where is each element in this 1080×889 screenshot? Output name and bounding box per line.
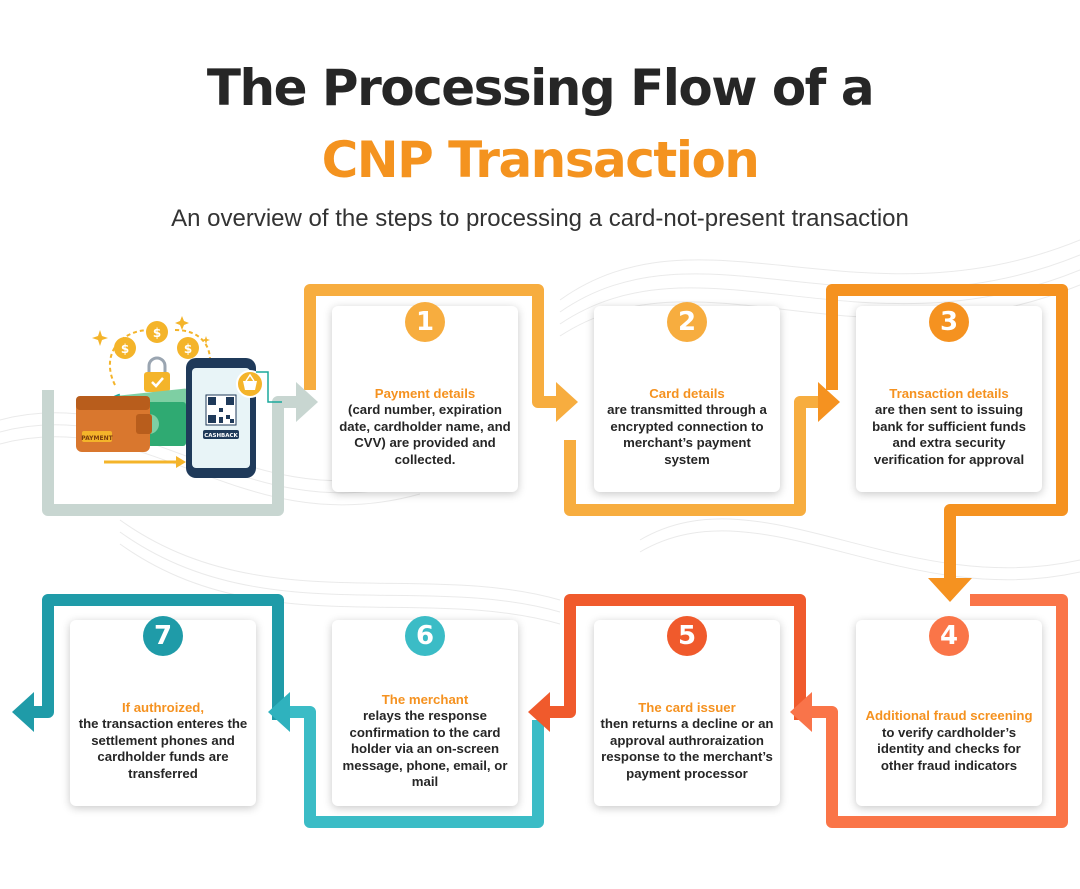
svg-text:$: $ — [184, 342, 192, 356]
svg-text:$: $ — [121, 342, 129, 356]
svg-text:$: $ — [153, 326, 161, 340]
step-number-badge: 2 — [667, 302, 707, 342]
arrowhead-4-5 — [790, 692, 812, 732]
step-highlight: Payment details — [374, 385, 476, 401]
connector-1-2 — [304, 284, 556, 408]
arrowhead-6-7 — [268, 692, 290, 732]
step-number-badge: 4 — [929, 616, 969, 656]
wallet-icon: PAYMENT — [76, 396, 152, 452]
step-highlight: The card issuer — [638, 699, 736, 715]
svg-text:CASHBACK: CASHBACK — [204, 433, 238, 439]
step-description: are transmitted through a encrypted conn… — [607, 402, 767, 467]
step-card-6: The merchant relays the response confirm… — [332, 620, 518, 806]
shopping-basket-icon — [236, 370, 264, 398]
title-line-2: CNP Transaction — [321, 131, 760, 189]
coin-icon: $ — [146, 321, 168, 343]
coin-icon: $ — [114, 337, 136, 359]
step-number-badge: 5 — [667, 616, 707, 656]
exit-connector — [34, 594, 284, 720]
arrowhead-start — [296, 382, 318, 422]
connector-3-4 — [826, 284, 1068, 578]
arrowhead-exit — [12, 692, 34, 732]
connector-2-3 — [564, 396, 818, 516]
qr-code-icon — [205, 394, 237, 426]
step-description: to verify cardholder’s identity and chec… — [877, 724, 1021, 773]
step-highlight: Transaction details — [889, 385, 1009, 401]
start-connector — [42, 390, 296, 516]
step-highlight: Card details — [649, 385, 725, 401]
step-highlight: The merchant — [381, 691, 469, 707]
connector-5-6 — [550, 594, 806, 720]
step-number-badge: 3 — [929, 302, 969, 342]
connector-6-7 — [290, 706, 544, 828]
step-number-badge: 1 — [405, 302, 445, 342]
step-description: are then sent to issuing bank for suffic… — [872, 402, 1026, 467]
step-description: relays the response confirmation to the … — [342, 708, 508, 789]
step-highlight: Additional fraud screening — [865, 708, 1033, 723]
arrowhead-3-4 — [928, 578, 972, 602]
step-highlight: If authroized, — [121, 699, 205, 715]
svg-text:PAYMENT: PAYMENT — [81, 435, 113, 442]
step-description: the transaction enteres the settlement p… — [78, 716, 248, 781]
arrowhead-2-3 — [818, 382, 840, 422]
coin-icon: $ — [177, 337, 199, 359]
arrowhead-1-2 — [556, 382, 578, 422]
subtitle: An overview of the steps to processing a… — [171, 205, 909, 232]
step-description: (card number, expiration date, cardholde… — [339, 402, 511, 467]
step-number-badge: 6 — [405, 616, 445, 656]
title-line-1: The Processing Flow of a — [206, 59, 875, 117]
lock-icon — [144, 356, 170, 392]
step-number-badge: 7 — [143, 616, 183, 656]
connector-4-5 — [812, 594, 1068, 828]
arrowhead-5-6 — [528, 692, 550, 732]
step-description: then returns a decline or an approval au… — [600, 716, 774, 781]
